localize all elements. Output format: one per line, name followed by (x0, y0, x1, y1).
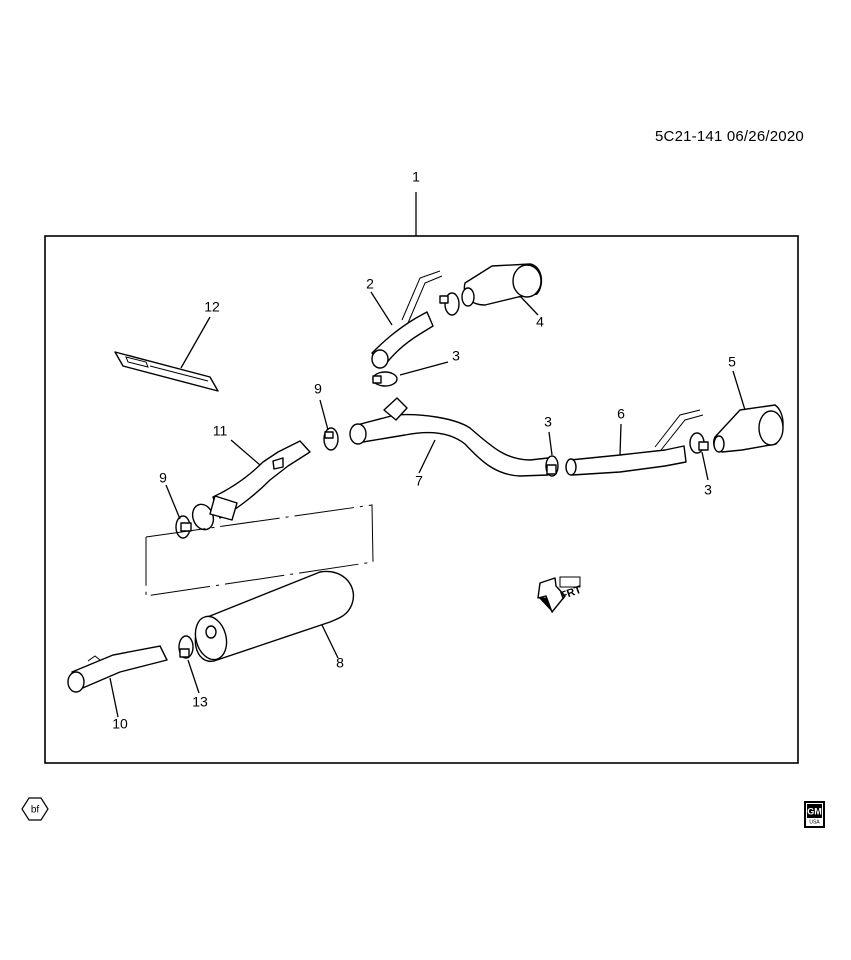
leader-3-right (701, 451, 709, 481)
leader-13 (187, 659, 200, 694)
front-direction-arrow: FRT (537, 576, 583, 613)
part-4-exhaust-tip (461, 263, 543, 307)
leader-5 (732, 370, 746, 411)
part-10-inlet-pipe (67, 645, 168, 693)
callout-3-right: 3 (704, 482, 712, 498)
part-6-rear-pipe (565, 409, 704, 476)
part-3-clamp-mid (372, 371, 398, 387)
leader-10 (109, 677, 119, 718)
callout-12: 12 (204, 299, 220, 315)
leader-3-center (548, 431, 553, 456)
part-9-clamp-lower (175, 515, 192, 539)
document-id: 5C21-141 06/26/2020 (655, 128, 804, 145)
leader-2 (370, 291, 393, 326)
part-12-emblem-plate (114, 351, 219, 392)
callout-3-mid: 3 (452, 348, 460, 364)
callout-2: 2 (366, 276, 374, 292)
leader-4 (519, 295, 539, 316)
callout-6: 6 (617, 406, 625, 422)
callout-9-lower: 9 (159, 470, 167, 486)
callout-5: 5 (728, 354, 736, 370)
part-3-clamp-right (689, 432, 709, 454)
part-3-clamp-center (545, 455, 559, 477)
leader-11 (230, 439, 261, 466)
gm-logo-icon: GM USA (804, 801, 825, 828)
gm-logo-text: GM (807, 806, 822, 816)
part-2-intermediate-pipe (371, 270, 443, 369)
part-5-exhaust-tip (713, 404, 784, 453)
callout-10: 10 (112, 716, 128, 732)
part-3-clamp-upper (439, 292, 460, 316)
leader-3-mid (399, 361, 449, 376)
leader-9-upper (319, 399, 329, 431)
leader-12 (180, 316, 211, 369)
part-9-clamp-upper (323, 427, 339, 451)
callout-7: 7 (415, 473, 423, 489)
callout-11: 11 (213, 423, 228, 439)
leader-6 (619, 423, 622, 456)
assembly-frame (44, 235, 799, 764)
part-13-clamp (178, 635, 194, 659)
callout-3-center: 3 (544, 414, 552, 430)
callout-4: 4 (536, 314, 544, 330)
callout-1: 1 (412, 169, 420, 185)
leader-8 (321, 624, 339, 659)
callout-9-upper: 9 (314, 381, 322, 397)
callout-13: 13 (192, 694, 208, 710)
part-8-muffler (194, 570, 355, 662)
alignment-outline (145, 504, 374, 597)
leader-9-lower (165, 484, 181, 520)
hex-badge-icon: bf (21, 797, 49, 821)
leader-7 (418, 439, 436, 474)
hex-badge-text: bf (31, 805, 40, 816)
callout-8: 8 (336, 655, 344, 671)
part-11-front-pipe (191, 440, 311, 531)
gm-logo-subtext: USA (809, 819, 820, 825)
part-7-y-pipe (349, 397, 549, 477)
